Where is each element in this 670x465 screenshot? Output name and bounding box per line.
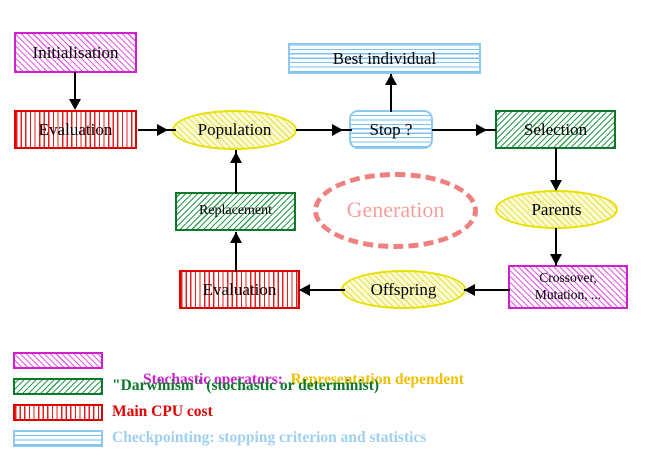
arrowhead-right-stop [476,124,487,136]
node-stop-label: Stop ? [369,119,413,139]
legend-swatch-magenta [13,352,103,369]
arrowhead-down-parents [550,180,562,191]
arrowhead-up-replacement [230,232,242,243]
legend-swatch-green [13,378,103,395]
node-selection[interactable]: Selection [495,110,616,149]
edge-selection-to-parents [555,148,557,190]
legend-row-cpu-cost: Main CPU cost [0,402,670,426]
arrowhead-right-population [332,124,343,136]
arrowhead-left-evaluation-bottom [299,284,310,296]
node-generation-label: Generation [346,197,445,223]
legend-swatch-lightblue [13,430,103,447]
node-evaluation-bottom-label: Evaluation [202,279,277,299]
arrowhead-up-population [230,152,242,163]
legend-row-checkpointing: Checkpointing: stopping criterion and st… [0,428,670,452]
legend-row-stochastic: Stochastic operators: Representation dep… [0,350,670,388]
node-population[interactable]: Population [172,110,297,150]
node-offspring[interactable]: Offspring [341,270,466,309]
node-replacement-label: Replacement [198,203,273,219]
node-best-individual-label: Best individual [332,48,437,68]
node-parents[interactable]: Parents [495,190,618,229]
legend-label-darwinism: "Darwinism" (stochastic or determinist) [112,377,380,394]
legend-swatch-red [13,404,103,421]
node-generation: Generation [313,172,478,249]
arrowhead-left-offspring [464,284,475,296]
node-stop[interactable]: Stop ? [349,110,433,149]
legend-row-darwinism: "Darwinism" (stochastic or determinist) [0,376,670,400]
node-initialisation-label: Initialisation [32,42,119,62]
node-best-individual[interactable]: Best individual [288,43,481,74]
edge-evaluation-to-replacement [235,232,237,272]
legend-label-stochastic-part1: Stochastic operators: [143,371,283,388]
node-evaluation-top[interactable]: Evaluation [14,110,137,149]
edge-crossover-to-offspring [464,289,510,291]
node-evaluation-top-label: Evaluation [38,119,113,139]
edge-initialisation-to-evaluation [74,72,76,105]
node-offspring-label: Offspring [370,279,437,299]
edge-replacement-to-population [235,150,237,194]
node-replacement[interactable]: Replacement [175,192,296,231]
edge-parents-to-crossover [555,228,557,266]
node-evaluation-bottom[interactable]: Evaluation [179,270,300,309]
node-crossover-mutation[interactable]: Crossover, Mutation, ... [508,265,628,309]
arrowhead-up-best [385,74,397,85]
edge-offspring-to-evaluation [299,289,345,291]
node-crossover-mutation-label: Crossover, Mutation, ... [534,270,602,302]
node-selection-label: Selection [523,119,588,139]
arrowhead-down-initialisation [69,99,81,110]
legend-label-checkpointing: Checkpointing: stopping criterion and st… [112,429,427,446]
edge-population-to-stop [296,129,352,131]
node-initialisation[interactable]: Initialisation [14,32,137,73]
node-parents-label: Parents [531,199,582,219]
edge-stop-to-selection [432,129,496,131]
arrowhead-right-evaluation [157,124,168,136]
legend: Stochastic operators: Representation dep… [0,340,670,465]
legend-label-stochastic-part2: Representation dependent [282,371,464,388]
node-population-label: Population [197,120,272,140]
edge-stop-to-best [390,74,392,112]
legend-label-stochastic: Stochastic operators: Representation dep… [112,350,464,410]
arrowhead-down-crossover [550,254,562,265]
legend-label-cpu-cost: Main CPU cost [112,403,213,420]
